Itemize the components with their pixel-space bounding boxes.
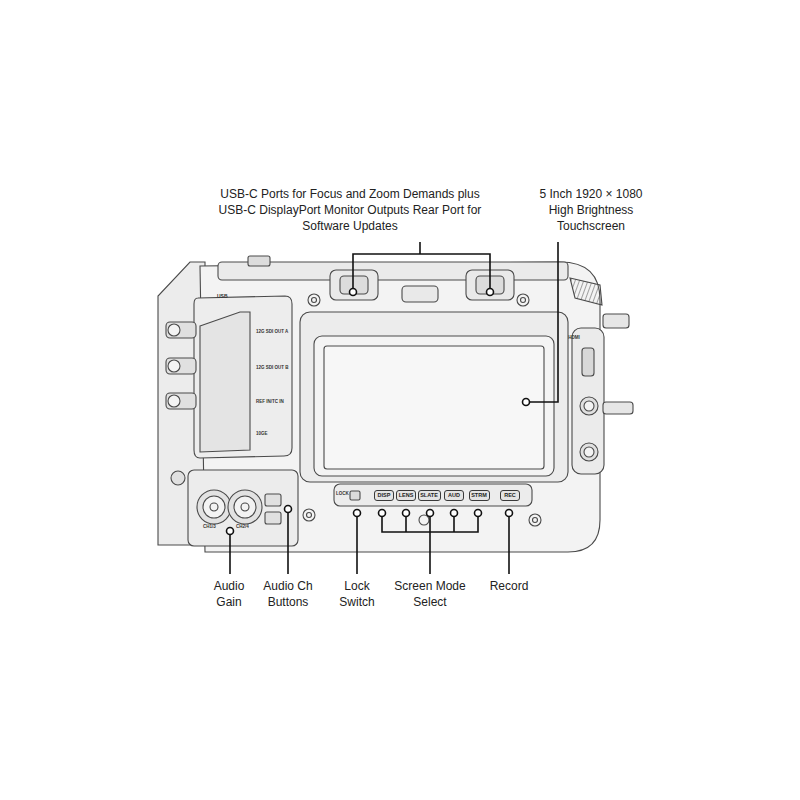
mode-button: DISP: [374, 490, 394, 501]
callout-text: Record: [481, 578, 537, 594]
callout-text: Lock Switch: [333, 578, 381, 610]
callout-text: Audio Ch Buttons: [256, 578, 320, 610]
port-label: 10GE: [256, 432, 268, 437]
port-label: REF IN/TC IN: [256, 400, 284, 405]
channel-label: CH2/4: [236, 525, 249, 530]
port-label: USB: [217, 294, 228, 300]
button-label: LENS: [399, 492, 414, 498]
channel-label: CH1/3: [203, 525, 216, 530]
callout-text: Audio Gain: [205, 578, 253, 610]
port-label: 12G SDI OUT A: [256, 330, 288, 335]
switch-label: LOCK: [336, 492, 349, 497]
mode-button: REC: [500, 490, 520, 501]
button-label: SLATE: [420, 492, 438, 498]
callout-text: USB-C Ports for Focus and Zoom Demands p…: [205, 186, 495, 235]
button-label: REC: [504, 492, 516, 498]
port-label: 12G SDI OUT B: [256, 366, 289, 371]
button-label: AUD: [448, 492, 460, 498]
callout-text: 5 Inch 1920 × 1080 High Brightness Touch…: [526, 186, 656, 235]
button-label: DISP: [378, 492, 391, 498]
mode-button: LENS: [396, 490, 416, 501]
button-label: STRM: [471, 492, 487, 498]
mode-button: STRM: [469, 490, 490, 501]
callout-text: Screen Mode Select: [388, 578, 472, 610]
port-label: HDMI: [560, 336, 588, 341]
mode-button: AUD: [444, 490, 464, 501]
mode-button: SLATE: [418, 490, 441, 501]
